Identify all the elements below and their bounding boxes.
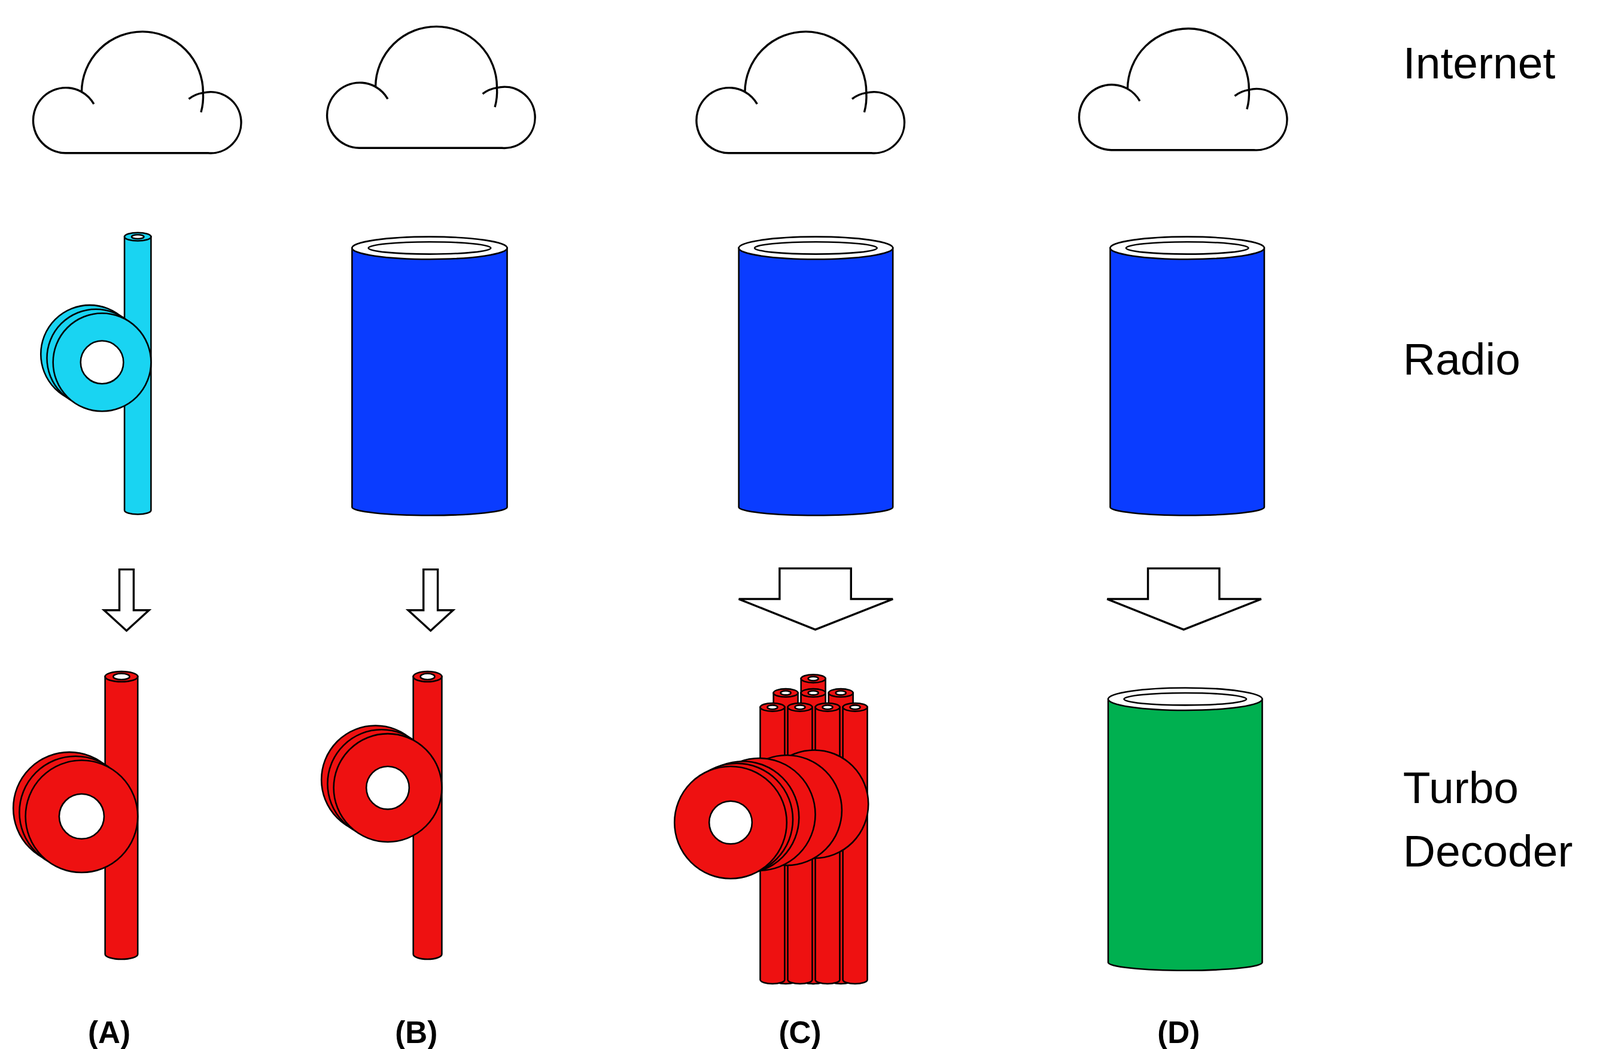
wide-cylinder xyxy=(738,236,894,516)
coiled-pipe xyxy=(321,671,442,960)
pipe-bundle xyxy=(674,674,869,984)
cloud-icon xyxy=(696,31,905,154)
big-arrow xyxy=(1106,568,1262,630)
cloud-icon xyxy=(32,31,242,154)
column-label: (B) xyxy=(394,1016,438,1049)
wide-cylinder xyxy=(1108,687,1263,970)
coiled-pipe xyxy=(13,671,138,960)
small-arrow xyxy=(104,569,149,631)
cloud-icon xyxy=(1078,28,1288,151)
row-label: Internet xyxy=(1403,31,1598,96)
column-label: (D) xyxy=(1157,1016,1200,1049)
wide-cylinder xyxy=(1109,236,1265,516)
column-label: (A) xyxy=(87,1016,131,1049)
row-label: Radio xyxy=(1403,327,1598,391)
coiled-pipe xyxy=(40,232,151,515)
small-arrow xyxy=(408,569,453,631)
big-arrow xyxy=(738,568,894,630)
row-label: Turbo Decoder xyxy=(1403,756,1598,883)
cloud-icon xyxy=(327,26,536,148)
wide-cylinder xyxy=(351,236,507,516)
column-label: (C) xyxy=(778,1016,821,1049)
